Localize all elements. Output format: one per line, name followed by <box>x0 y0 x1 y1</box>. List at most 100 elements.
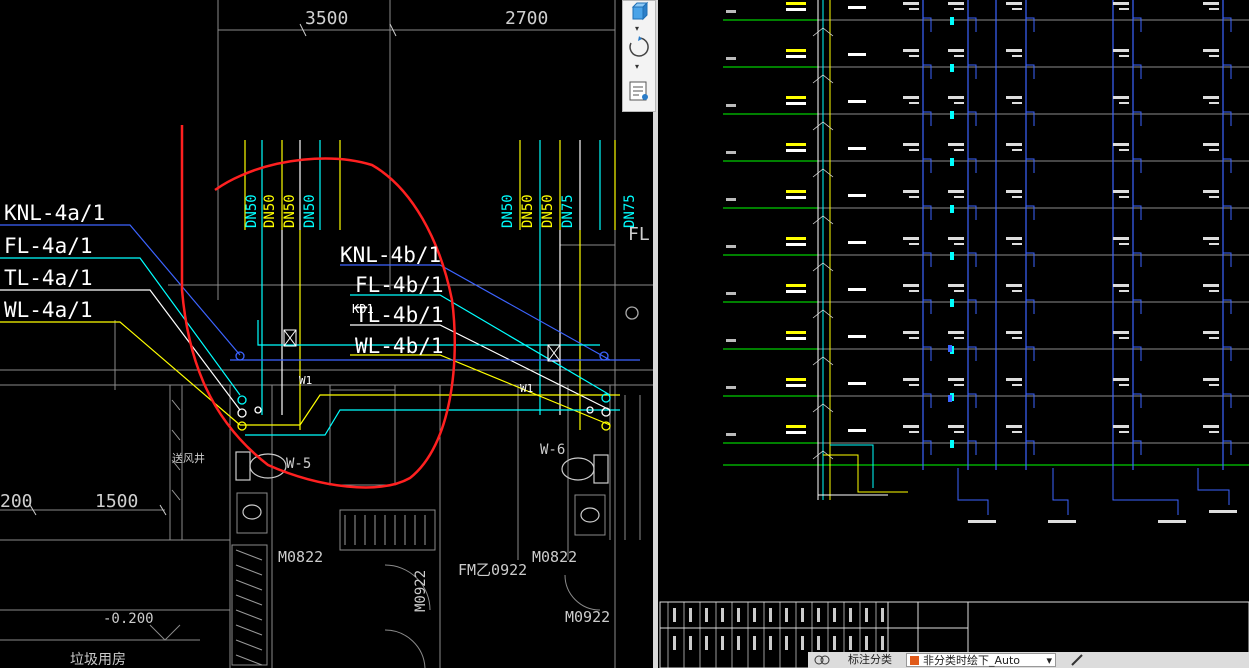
branch-stub <box>923 299 932 314</box>
title-block-text <box>705 636 708 650</box>
branch-stub <box>923 252 932 267</box>
label-tag <box>1209 337 1219 339</box>
orbit-icon[interactable] <box>627 35 651 59</box>
riser-fitting <box>812 450 834 460</box>
floor-tag <box>726 57 736 60</box>
label-tag <box>1006 96 1022 99</box>
riser-label: DN50 <box>262 194 278 228</box>
dimension-label: 2700 <box>505 8 548 29</box>
label-tag <box>1113 190 1129 193</box>
label-tag <box>954 337 964 339</box>
branch-stub <box>923 111 932 126</box>
annotation-scale-icon[interactable] <box>814 653 834 667</box>
label-tag <box>1119 8 1129 10</box>
markup-cloud <box>180 125 456 489</box>
label-tag <box>848 382 866 385</box>
label-tag <box>1012 431 1022 433</box>
floor-plan-drawing: 350027002001500KNL-4a/1FL-4a/1TL-4a/1WL-… <box>0 0 653 668</box>
label-tag <box>1203 237 1219 240</box>
label-tag <box>903 331 919 334</box>
title-block-text <box>785 636 788 650</box>
title-block-text <box>689 636 692 650</box>
label-tag <box>954 290 964 292</box>
label-tag <box>1006 49 1022 52</box>
label-tag <box>903 425 919 428</box>
riser-fitting <box>812 215 834 225</box>
branch-stub <box>1133 440 1142 455</box>
title-block-text <box>721 608 724 622</box>
title-block-text <box>769 608 772 622</box>
label-tag <box>948 284 964 287</box>
riser-diagram-drawing <box>659 0 1249 668</box>
title-block-text <box>769 636 772 650</box>
branch-stub <box>1133 252 1142 267</box>
valve-mark <box>948 345 952 352</box>
label-tag <box>948 425 964 428</box>
branch-stub <box>1223 205 1232 220</box>
title-block-text <box>865 608 868 622</box>
label-tag <box>1203 143 1219 146</box>
branch-stub <box>1133 205 1142 220</box>
title-block-text <box>865 636 868 650</box>
label-tag <box>1113 143 1129 146</box>
label-tag <box>968 520 996 523</box>
branch-stub <box>923 346 932 361</box>
category-select[interactable]: 非分类时绘下_Auto ▾ <box>906 653 1056 667</box>
navigation-toolbar: ▾ ▾ <box>622 0 656 112</box>
properties-icon[interactable] <box>627 79 651 103</box>
label-tag <box>948 190 964 193</box>
title-block-text <box>673 636 676 650</box>
label-tag <box>1203 190 1219 193</box>
title-block-text <box>881 608 884 622</box>
label-tag <box>909 337 919 339</box>
branch-stub <box>923 64 932 79</box>
branch-stub <box>1133 17 1142 32</box>
label-tag <box>786 8 806 11</box>
label-tag <box>848 53 866 56</box>
floor-tag <box>726 245 736 248</box>
label-tag <box>848 194 866 197</box>
label-tag <box>1113 2 1129 5</box>
title-block-text <box>833 608 836 622</box>
branch-stub <box>968 440 977 455</box>
label-tag <box>948 49 964 52</box>
valve-mark <box>950 205 954 213</box>
viewport-splitter[interactable] <box>653 0 658 668</box>
pen-icon[interactable] <box>1070 653 1086 667</box>
label-tag <box>786 331 806 334</box>
label-tag <box>786 337 806 340</box>
valve-mark <box>950 252 954 260</box>
label-tag <box>1209 196 1219 198</box>
label-tag <box>1119 290 1129 292</box>
branch-stub <box>1223 393 1232 408</box>
label-tag <box>1209 243 1219 245</box>
label-tag <box>786 102 806 105</box>
title-block-text <box>785 608 788 622</box>
label-tag <box>1119 384 1129 386</box>
label-tag <box>1209 290 1219 292</box>
branch-stub <box>1133 299 1142 314</box>
label-tag <box>909 149 919 151</box>
label-tag <box>786 284 806 287</box>
pipe-label: KNL-4a/1 <box>4 201 105 225</box>
view-cube-icon[interactable] <box>627 1 651 25</box>
pipe-label: KNL-4b/1 <box>340 243 441 267</box>
title-block-text <box>849 636 852 650</box>
branch-stub <box>1026 64 1035 79</box>
branch-stub <box>1223 64 1232 79</box>
label-tag <box>903 49 919 52</box>
orbit-dropdown-icon[interactable]: ▾ <box>635 62 640 71</box>
branch-stub <box>923 393 932 408</box>
title-block-text <box>849 608 852 622</box>
riser-fitting <box>812 27 834 37</box>
label-tag <box>1012 337 1022 339</box>
room-label: -0.200 <box>103 611 154 627</box>
riser-diagram-viewport[interactable] <box>658 0 1249 668</box>
label-tag <box>1012 290 1022 292</box>
label-tag <box>1012 243 1022 245</box>
label-tag <box>1203 2 1219 5</box>
branch-stub <box>968 252 977 267</box>
label-tag <box>1209 149 1219 151</box>
view-cube-dropdown-icon[interactable]: ▾ <box>635 24 640 33</box>
